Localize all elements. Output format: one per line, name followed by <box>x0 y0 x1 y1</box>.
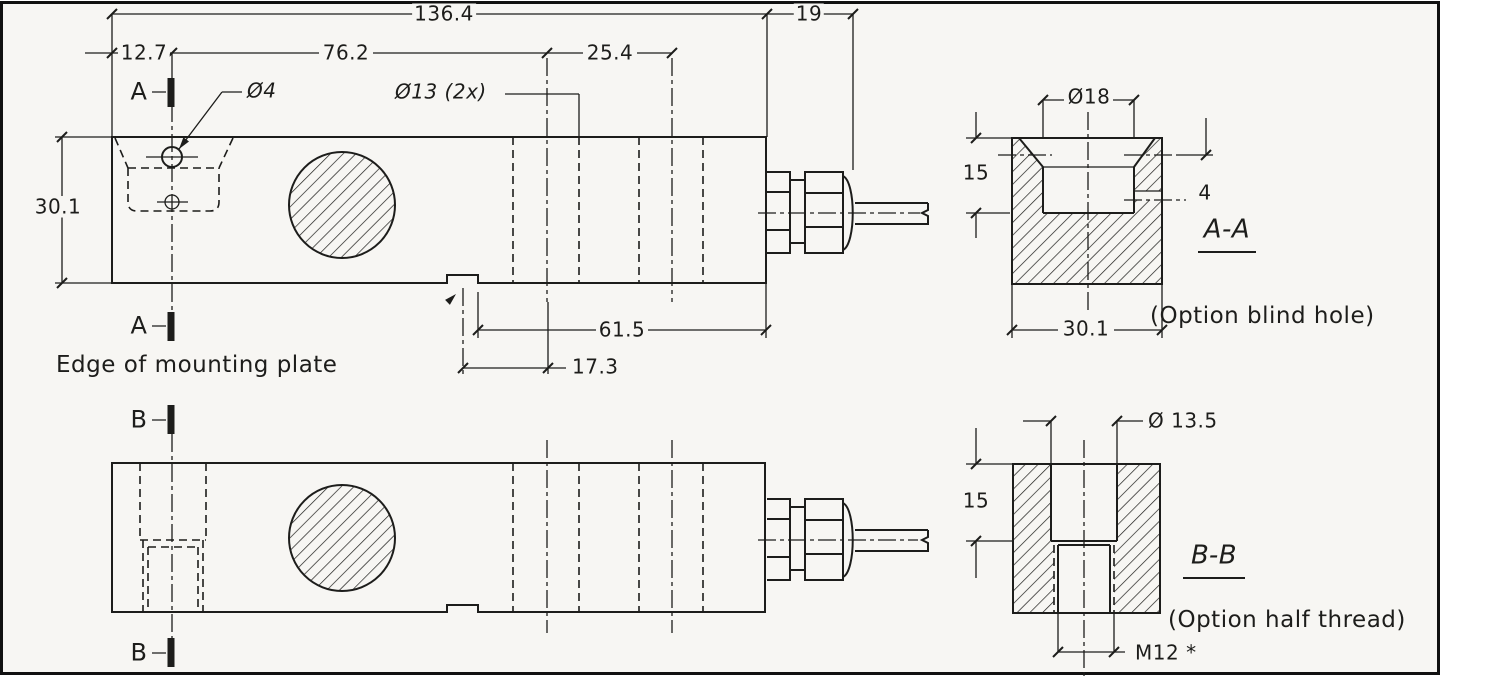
dim-notch-to-end: 61.5 <box>596 317 648 342</box>
aa-caption: (Option blind hole) <box>1150 302 1375 329</box>
section-marker-a-top: A <box>130 77 148 106</box>
dim-hole-offset: 12.7 <box>118 40 170 65</box>
dim-hole-pitch: 76.2 <box>320 40 372 65</box>
aa-bore-dim: Ø18 <box>1065 84 1113 109</box>
section-marker-b-bottom: B <box>130 638 148 667</box>
dim-body-height: 30.1 <box>32 194 84 219</box>
callout-small-hole: Ø4 <box>245 78 279 103</box>
callout-mounting-holes: Ø13 (2x) <box>393 79 489 104</box>
aa-step-dim: 4 <box>1196 180 1214 205</box>
bb-thread-dim: M12 * <box>1133 640 1199 665</box>
section-bb-title: B-B <box>1190 540 1238 571</box>
section-marker-b-top: B <box>130 405 148 434</box>
section-marker-a-bottom: A <box>130 311 148 340</box>
bb-depth-dim: 15 <box>960 488 992 513</box>
aa-width-dim: 30.1 <box>1060 316 1112 341</box>
section-aa-title: A-A <box>1203 214 1251 245</box>
dim-overall-length: 136.4 <box>412 1 476 26</box>
bb-caption: (Option half thread) <box>1168 606 1406 633</box>
aa-depth-dim: 15 <box>960 160 992 185</box>
edge-of-mounting-plate-note: Edge of mounting plate <box>56 351 338 378</box>
bb-bore-dim: Ø 13.5 <box>1146 408 1220 433</box>
dim-gland-length: 19 <box>793 1 825 26</box>
dim-hole-spacing: 25.4 <box>584 40 636 65</box>
dim-notch-to-hole: 17.3 <box>570 354 621 379</box>
